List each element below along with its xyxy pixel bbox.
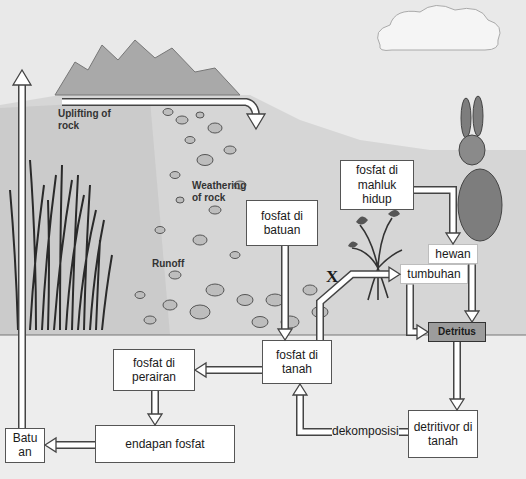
flow-arrow (450, 342, 464, 410)
process-box: fosfat di perairan (113, 349, 195, 391)
rabbit-body (458, 169, 502, 241)
arrowhead (293, 384, 307, 395)
detritus-box: Detritus (428, 322, 486, 342)
uplift-arrowhead (13, 70, 31, 85)
node-text: fosfat di tanah (266, 348, 328, 377)
arrowhead (278, 329, 292, 340)
arrow-shaft (283, 246, 288, 330)
arrow-shaft (470, 264, 475, 312)
arrowhead (446, 233, 460, 244)
process-box: Batu an (5, 428, 45, 463)
arrow-outline (414, 190, 453, 234)
mountains (55, 40, 240, 95)
uplift-arrow-outline (18, 84, 26, 428)
illustration-label: Runoff (152, 258, 196, 270)
uplift-arrow (20, 84, 25, 428)
arrowhead (148, 414, 162, 425)
edge-label: X (326, 268, 338, 285)
arrow-outline (205, 366, 262, 374)
plant (352, 218, 402, 300)
illustration-label: Weathering of rock (192, 180, 254, 203)
illustration-label: Uplifting of rock (58, 108, 118, 131)
land (0, 95, 526, 335)
rabbit-ear (473, 96, 483, 136)
node-text: Batu an (9, 431, 41, 460)
node-text: fosfat di mahluk hidup (344, 163, 410, 206)
arrowhead (389, 267, 400, 281)
arrow-outline (410, 284, 418, 332)
node-text: fosfat di perairan (117, 356, 191, 385)
arrow-shaft (55, 443, 95, 448)
flow-arrow (278, 246, 292, 340)
process-box: fosfat di mahluk hidup (340, 160, 414, 210)
node-text: Detritus (438, 326, 476, 338)
process-box: fosfat di batuan (246, 200, 318, 246)
plant-leaves (348, 210, 400, 248)
flow-arrow (410, 284, 428, 339)
rabbit-ear (461, 98, 471, 138)
flow-arrow (320, 267, 400, 340)
flow-arrow (465, 264, 479, 322)
arrowhead (417, 325, 428, 339)
organism-box: tumbuhan (400, 264, 468, 284)
rocks (135, 109, 328, 329)
arrowhead (195, 363, 206, 377)
arrow-outline (281, 246, 289, 330)
arrow-outline (468, 264, 476, 312)
process-box: endapan fosfat (95, 425, 235, 463)
flow-arrow (414, 190, 460, 244)
node-text: endapan fosfat (125, 437, 204, 451)
cloud (378, 5, 501, 50)
node-text: hewan (435, 247, 470, 261)
flow-arrow (195, 363, 262, 377)
arrowhead (45, 438, 56, 452)
edge-label: dekomposisi (332, 424, 399, 438)
arrow-shaft (153, 391, 158, 415)
arrow-outline (151, 391, 159, 415)
arrow-shaft (410, 284, 418, 332)
node-text: detritivor di tanah (412, 420, 474, 449)
organism-box: hewan (428, 244, 478, 264)
arrow-shaft (414, 190, 453, 234)
arrowhead (465, 311, 479, 322)
node-text: fosfat di batuan (250, 209, 314, 238)
arrow-shaft (205, 368, 262, 373)
flow-arrow (148, 391, 162, 425)
water-body (0, 335, 526, 479)
node-text: tumbuhan (407, 267, 460, 281)
process-box: fosfat di tanah (262, 340, 332, 384)
weathering-arrowhead (247, 114, 265, 129)
arrowhead (450, 399, 464, 410)
flow-arrow (45, 438, 95, 452)
rabbit-head (459, 135, 485, 165)
process-box: detritivor di tanah (408, 410, 478, 458)
arrow-outline (453, 342, 461, 400)
arrow-shaft (455, 342, 460, 400)
arrow-outline (55, 441, 95, 449)
